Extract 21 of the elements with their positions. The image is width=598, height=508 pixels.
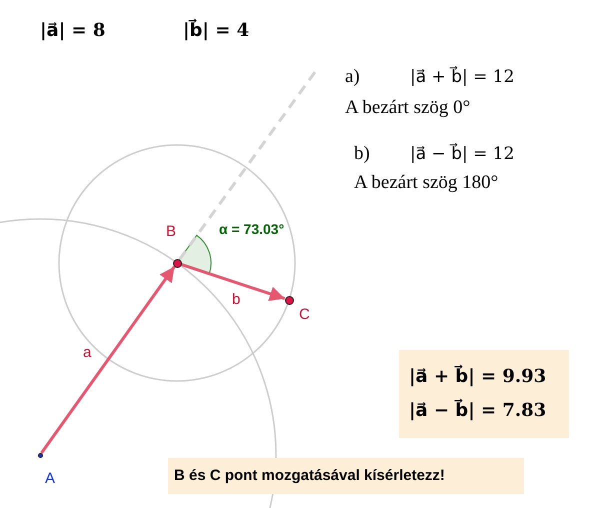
point-label: C <box>299 307 310 323</box>
text-line: |a⃗ + b⃗| = 9.93 <box>409 364 548 389</box>
angle-note: A bezárt szög 180° <box>354 172 498 194</box>
result-panel <box>399 350 569 438</box>
magnitude-formula: |a⃗| = 8 <box>40 20 106 42</box>
instruction-banner <box>168 458 524 494</box>
item-marker: b) <box>354 143 370 165</box>
sum-formula: |a⃗ + b⃗| = 12 <box>410 66 514 88</box>
point-marker <box>166 224 184 269</box>
text-line: |a⃗ − b⃗| = 7.83 <box>409 398 548 423</box>
text-line: B és C pont mozgatásával kísérletezz! <box>174 466 446 486</box>
angle-note: A bezárt szög 0° <box>345 97 470 119</box>
vector-arrow <box>180 262 286 301</box>
dashed-line <box>178 71 316 260</box>
point-label: B <box>166 224 176 240</box>
vector-arrow <box>40 266 176 454</box>
difference-formula: |a⃗ − b⃗| = 12 <box>410 143 514 165</box>
angle-label: α = 73.03° <box>219 220 284 239</box>
magnitude-formula: |b⃗| = 4 <box>183 20 250 42</box>
point-label: A <box>45 471 56 487</box>
item-marker: a) <box>345 66 360 88</box>
